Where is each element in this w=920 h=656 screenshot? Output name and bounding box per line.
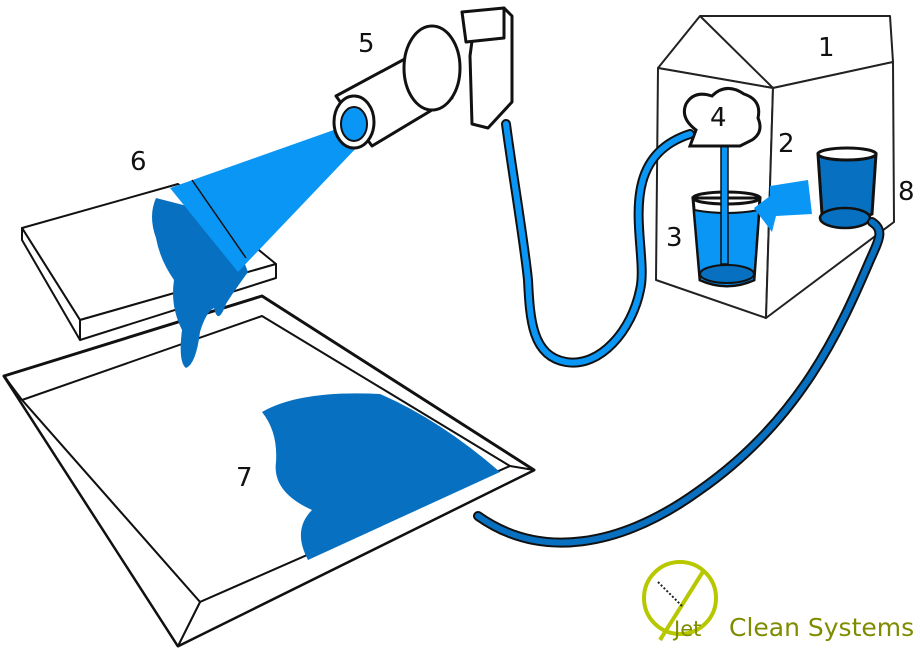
suction-pipe — [720, 145, 729, 265]
label-6: 6 — [130, 147, 147, 177]
transfer-arrow — [754, 180, 812, 232]
tray-liquid-pool — [262, 393, 500, 560]
label-3: 3 — [666, 223, 683, 253]
logo-dotted-line — [657, 581, 683, 607]
label-5: 5 — [358, 29, 375, 59]
label-2: 2 — [778, 129, 795, 159]
jet-clean-systems-logo: Jet Clean Systems — [642, 560, 914, 642]
logo-jet-text: Jet — [672, 617, 701, 641]
logo-company-name: Clean Systems — [729, 613, 914, 642]
hoses — [473, 119, 885, 548]
spray-gun — [332, 6, 514, 150]
pump-body — [682, 87, 762, 148]
label-4: 4 — [710, 103, 727, 133]
label-7: 7 — [236, 463, 253, 493]
label-8: 8 — [898, 177, 915, 207]
spray-jet-edge — [191, 179, 247, 259]
collection-tray — [2, 294, 536, 648]
filter-cup — [816, 146, 878, 230]
spray-jet — [170, 120, 362, 272]
logo-ring — [642, 560, 718, 636]
label-1: 1 — [818, 33, 835, 63]
